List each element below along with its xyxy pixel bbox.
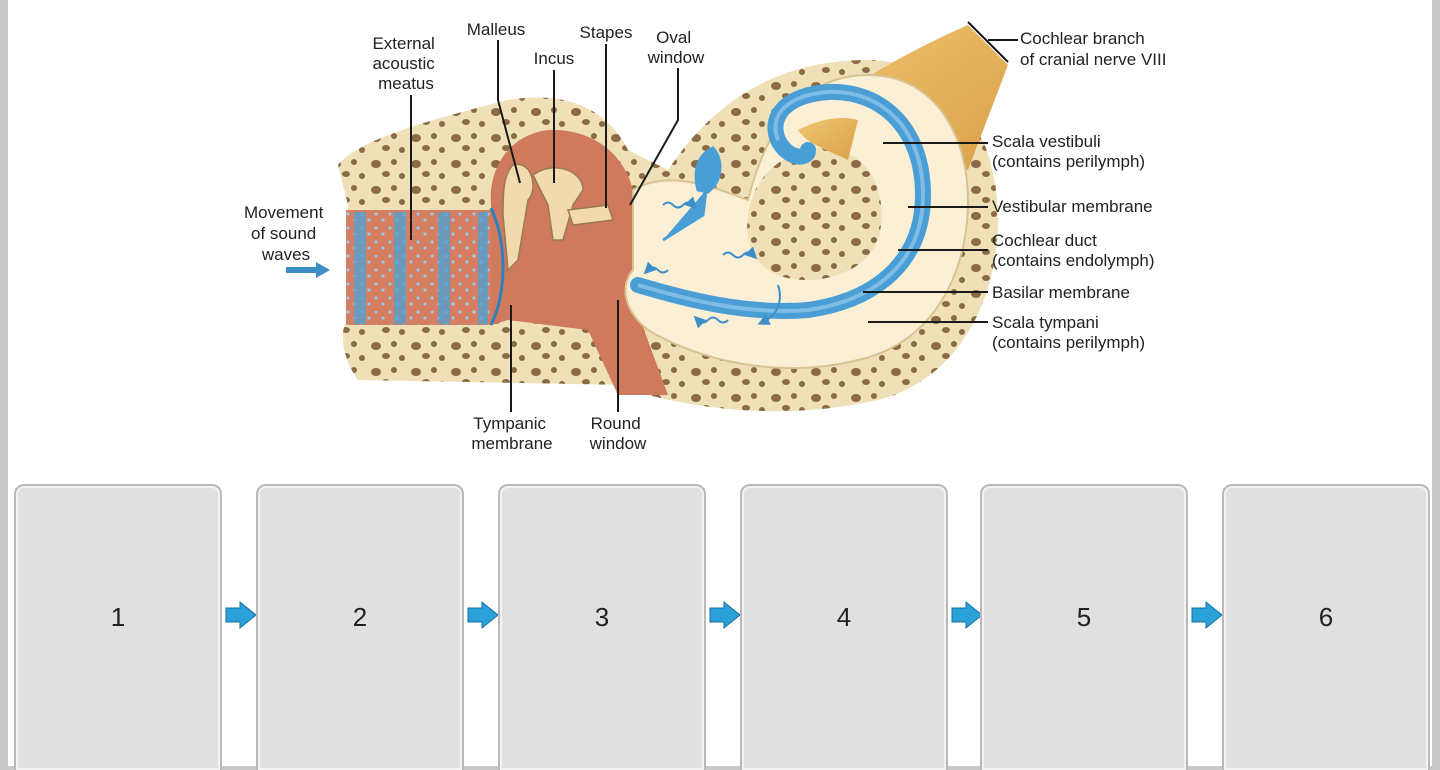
slot-number: 1 — [110, 602, 126, 632]
label-cochlear-duct: Cochlear duct (contains endolymph) — [992, 231, 1155, 270]
drop-slot-6[interactable]: 6 — [1222, 484, 1430, 770]
ear-cochlea-diagram: External acoustic meatus Malleus Incus S… — [244, 20, 1167, 453]
label-tympanic-membrane: Tympanic membrane — [471, 414, 552, 453]
slot-number: 3 — [594, 602, 610, 632]
drop-slot-5[interactable]: 5 — [980, 484, 1188, 770]
slot-number: 4 — [836, 602, 852, 632]
label-external-acoustic-meatus: External acoustic meatus — [372, 34, 439, 93]
leader-lines — [410, 39, 1018, 412]
label-malleus: Malleus — [467, 20, 526, 39]
drop-slot-4[interactable]: 4 — [740, 484, 948, 770]
label-vestibular-membrane: Vestibular membrane — [992, 197, 1153, 216]
slot-number: 6 — [1318, 602, 1334, 632]
sound-wave-bands — [354, 212, 488, 324]
middle-ear-cavity — [490, 129, 668, 395]
stapes — [566, 204, 615, 226]
incus — [532, 167, 584, 241]
slot-number: 5 — [1076, 602, 1092, 632]
drop-slot-2[interactable]: 2 — [256, 484, 464, 770]
saccule — [662, 146, 722, 242]
next-arrow-icon — [467, 600, 499, 630]
label-scala-tympani: Scala tympani (contains perilymph) — [992, 313, 1145, 352]
fluid-wave-arrows — [643, 196, 781, 329]
malleus — [502, 163, 534, 272]
label-cochlear-branch: Cochlear branch of cranial nerve VIII — [1020, 29, 1166, 69]
next-arrow-icon — [709, 600, 741, 630]
label-movement-of-sound-waves: Movement of sound waves — [244, 203, 328, 264]
next-arrow-icon — [1191, 600, 1223, 630]
stage: External acoustic meatus Malleus Incus S… — [8, 0, 1432, 770]
label-basilar-membrane: Basilar membrane — [992, 283, 1130, 302]
external-canal — [346, 210, 491, 325]
drop-slot-1[interactable]: 1 — [14, 484, 222, 770]
sequence-drop-zone-row: 1 2 3 4 5 6 — [8, 470, 1432, 770]
slot-number: 2 — [352, 602, 368, 632]
next-arrow-icon — [225, 600, 257, 630]
label-scala-vestibuli: Scala vestibuli (contains perilymph) — [992, 132, 1145, 171]
label-oval-window: Oval window — [647, 28, 705, 67]
tympanic-membrane — [489, 207, 505, 326]
label-round-window: Round window — [589, 414, 647, 453]
next-arrow-icon — [951, 600, 983, 630]
label-incus: Incus — [534, 49, 575, 68]
drop-slot-3[interactable]: 3 — [498, 484, 706, 770]
label-stapes: Stapes — [580, 23, 633, 42]
cochlea-core — [747, 148, 882, 280]
